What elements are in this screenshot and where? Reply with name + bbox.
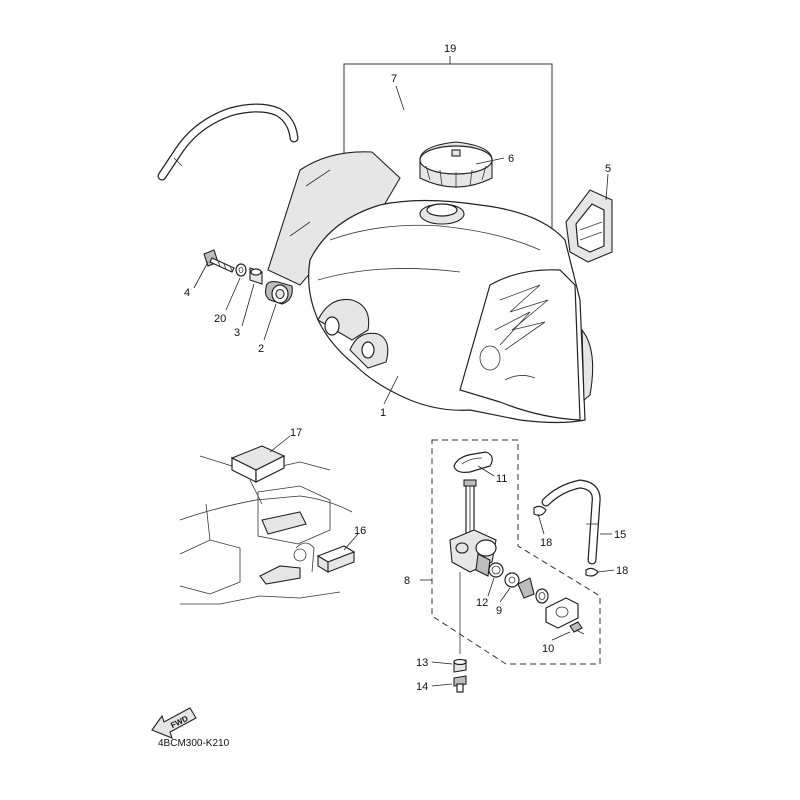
drain-screw-14 [453, 675, 467, 693]
part-label-3: 3 [234, 327, 240, 339]
part-label-18b: 18 [616, 565, 628, 577]
part-label-6: 6 [508, 153, 514, 165]
hose-clip-18b [585, 567, 599, 577]
fuel-cock-gasket [453, 451, 493, 473]
group-19-bracket [343, 56, 553, 258]
part-label-16: 16 [354, 525, 366, 537]
fuel-hose [541, 479, 601, 565]
drain-bolt-13 [453, 658, 467, 673]
o-ring-12 [488, 562, 504, 578]
frame-sketch [179, 455, 353, 605]
fuel-cock-group-outline [431, 439, 601, 665]
fuel-cock-body [449, 479, 497, 654]
fwd-label: FWD [169, 714, 190, 730]
fuel-cock-lever [517, 577, 535, 599]
washer-9 [504, 572, 520, 588]
part-label-19: 19 [444, 43, 456, 55]
part-label-4: 4 [184, 287, 190, 299]
damper-pad-17 [230, 445, 286, 483]
leader-lines [193, 85, 615, 687]
part-label-7: 7 [391, 73, 397, 85]
part-label-11: 11 [496, 473, 507, 485]
part-label-10: 10 [542, 643, 554, 655]
part-label-13: 13 [416, 657, 428, 669]
screw-10 [569, 621, 585, 635]
part-label-17: 17 [290, 427, 302, 439]
hose-clip-18a [533, 505, 547, 516]
fwd-arrow-icon: FWD [151, 707, 197, 739]
part-label-20: 20 [214, 313, 226, 325]
part-label-8: 8 [404, 575, 410, 587]
fuel-tank [267, 151, 594, 424]
breather-hose [157, 103, 299, 181]
part-label-15: 15 [614, 529, 626, 541]
part-label-12: 12 [476, 597, 488, 609]
part-label-9: 9 [496, 605, 502, 617]
part-label-14: 14 [416, 681, 428, 693]
fuel-cap [419, 141, 493, 188]
seal-ring [535, 588, 549, 604]
part-label-18a: 18 [540, 537, 552, 549]
part-label-5: 5 [605, 163, 611, 175]
damper-pad-16 [316, 545, 356, 573]
mounting-hardware [203, 249, 293, 305]
drawing-code: 4BCM300-K210 [158, 738, 230, 749]
part-label-2: 2 [258, 343, 264, 355]
cover-plate-5 [565, 189, 613, 263]
part-label-1: 1 [380, 407, 386, 419]
fuel-cock-plate [545, 597, 579, 629]
